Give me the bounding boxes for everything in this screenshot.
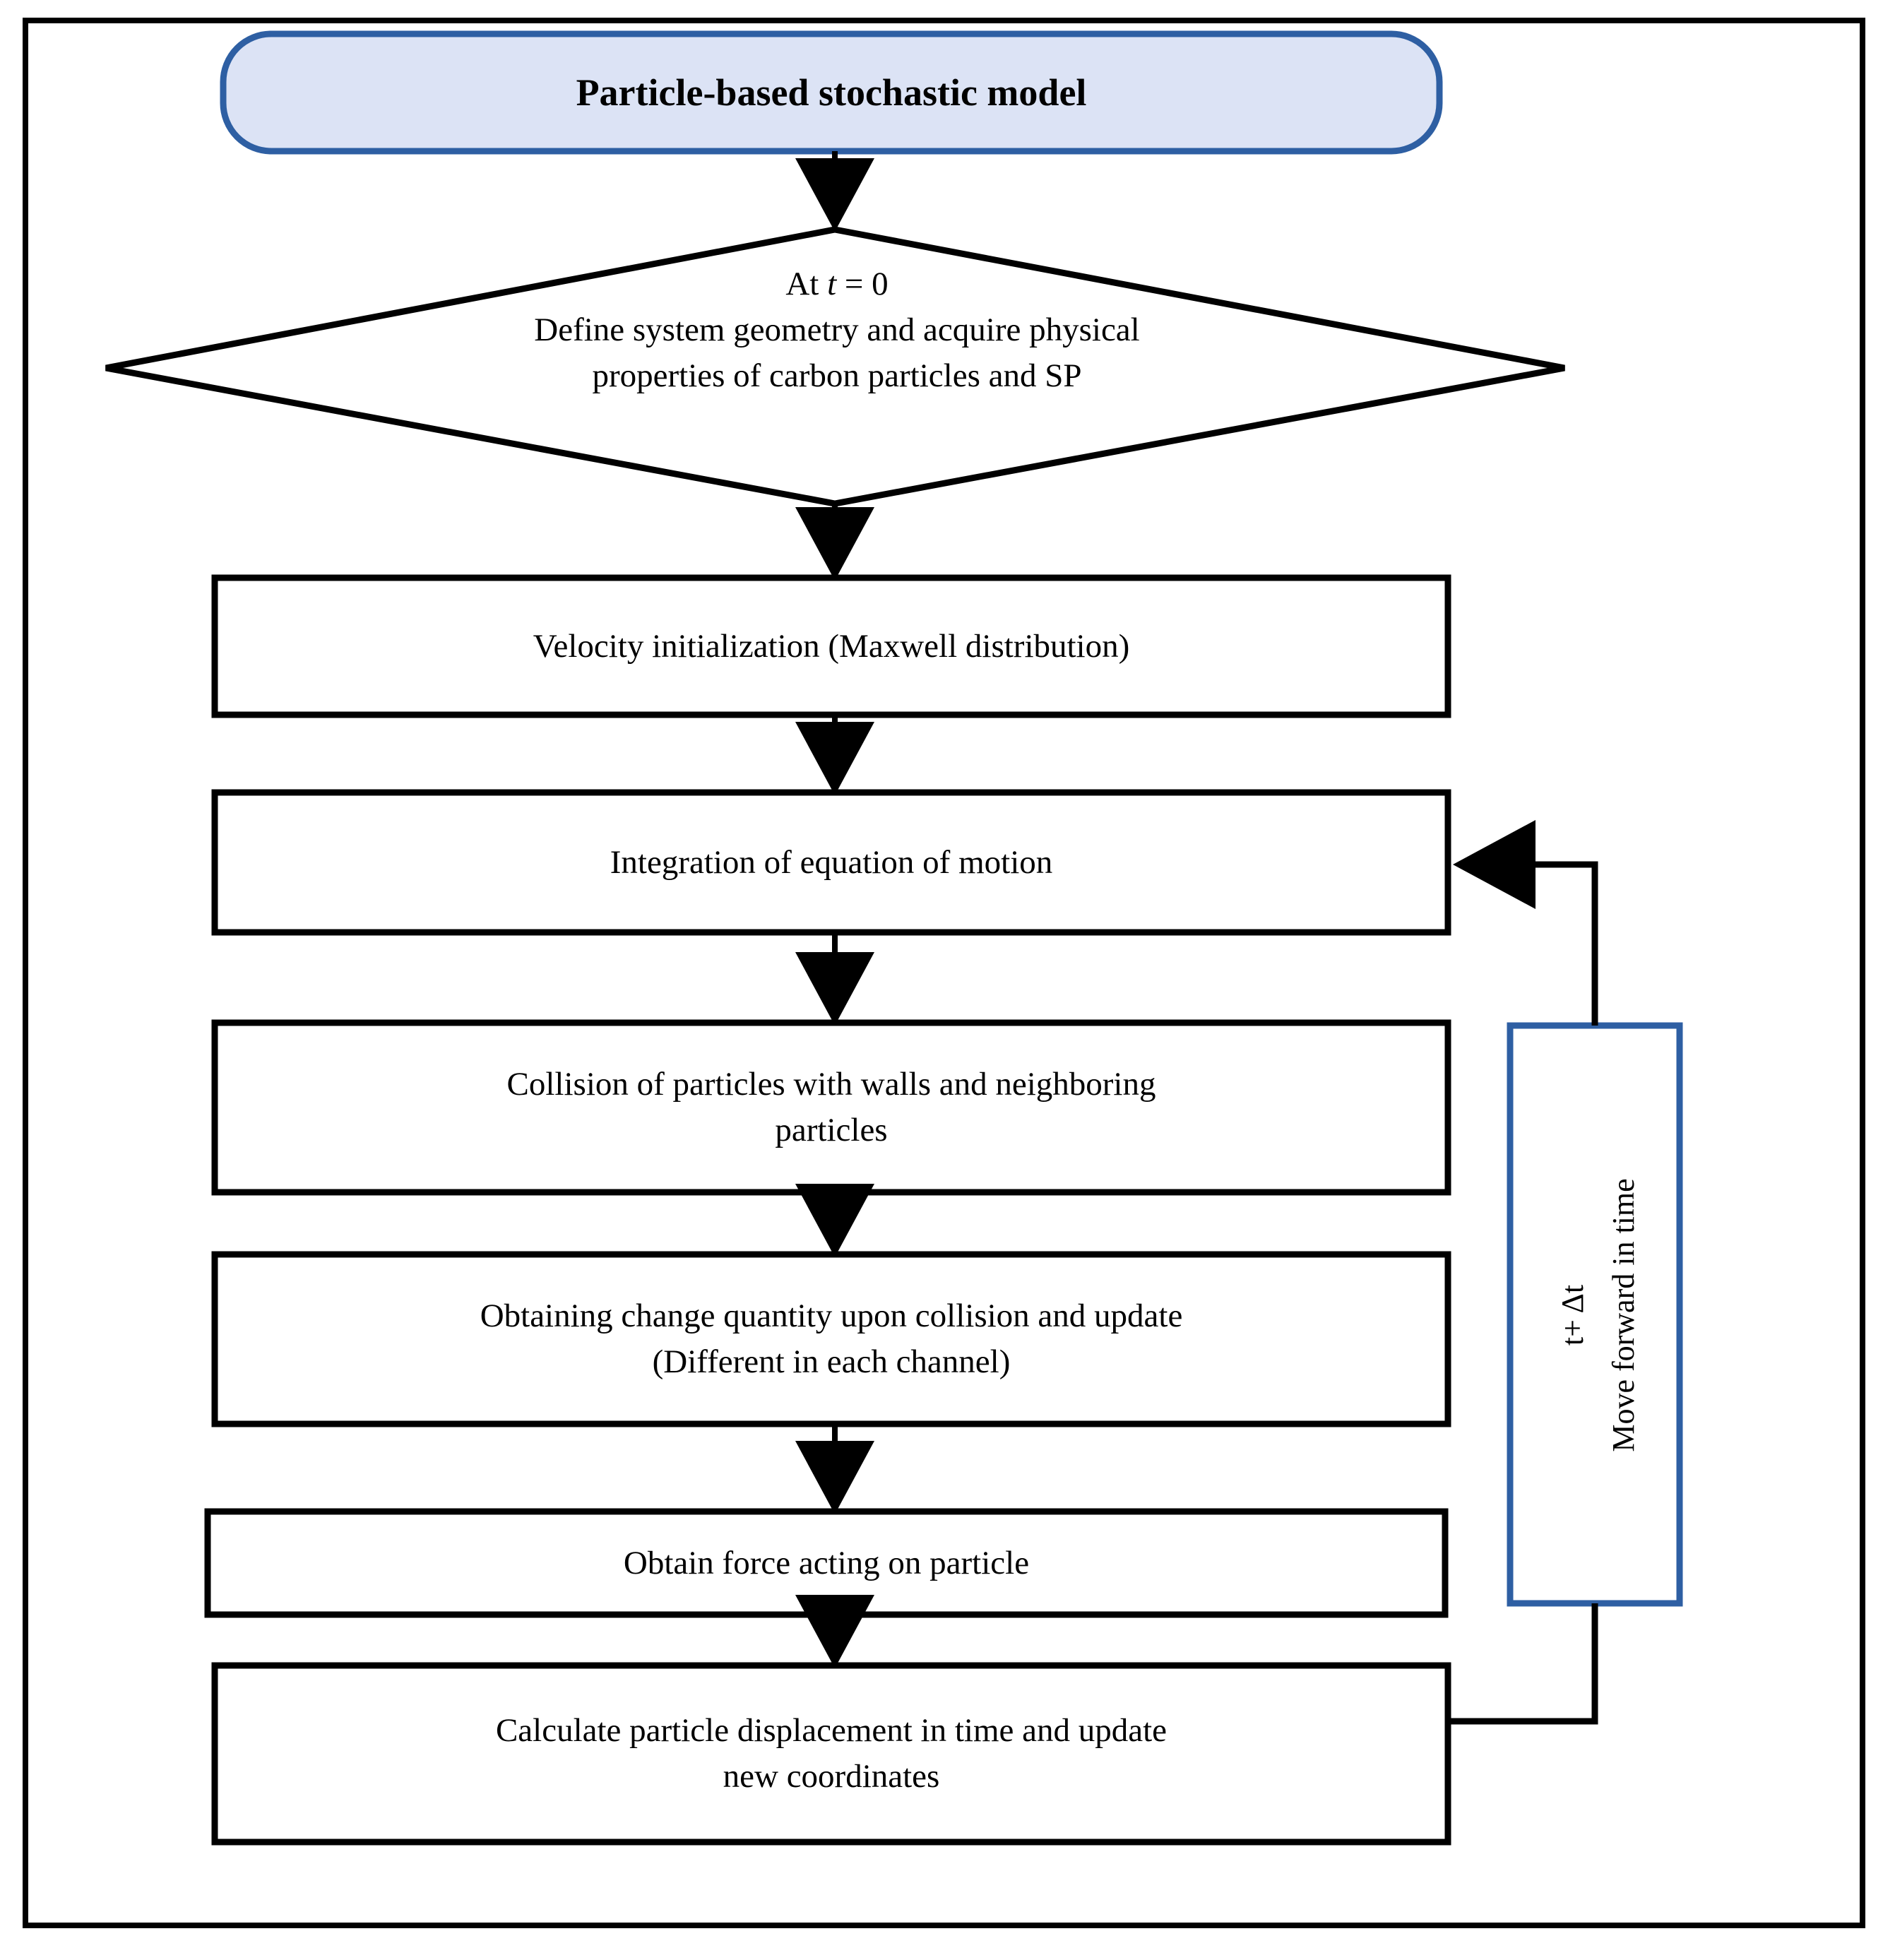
node-velocity-shape [211,574,1451,718]
node-title-shape [220,30,1443,155]
node-init-shape [105,226,1565,507]
node-update-shape [211,1251,1451,1427]
node-collision-shape [211,1019,1451,1196]
node-integration-shape [211,789,1451,936]
figure-border [23,18,1865,1928]
node-displacement-shape [211,1662,1451,1846]
edge-displacement-to-loop [1448,1603,1598,1725]
node-loop-label-move-forward: Move forward in time [1606,1178,1641,1452]
edge-loop-to-integration [1453,820,1598,1026]
node-force-shape [204,1508,1449,1618]
